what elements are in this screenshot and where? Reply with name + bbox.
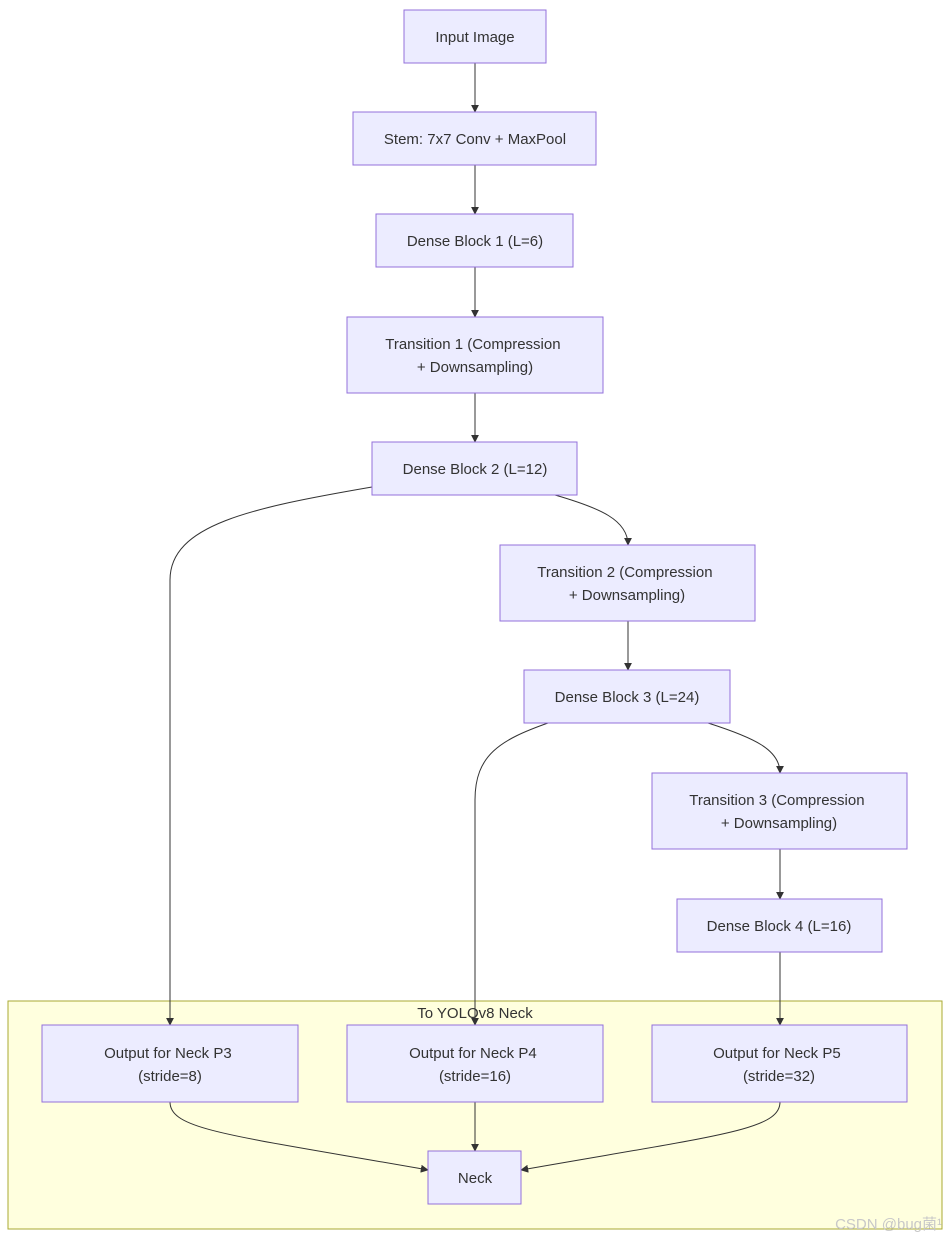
node-label: Transition 3 (Compression + Downsampling… xyxy=(689,792,869,832)
node-label-line: Output for Neck P4 xyxy=(409,1045,537,1062)
node-label: Output for Neck P5 (stride=32) xyxy=(713,1045,845,1085)
node-label: Transition 1 (Compression + Downsampling… xyxy=(385,336,565,376)
node-output-neck-p5[interactable]: Output for Neck P5 (stride=32) xyxy=(651,1024,908,1103)
node-label: Stem: 7x7 Conv + MaxPool xyxy=(384,131,566,148)
node-transition-2[interactable]: Transition 2 (Compression + Downsampling… xyxy=(499,544,756,622)
node-stem[interactable]: Stem: 7x7 Conv + MaxPool xyxy=(352,111,597,166)
node-label: Neck xyxy=(458,1170,493,1187)
node-label-line: Dense Block 2 (L=12) xyxy=(403,461,548,478)
node-label: Dense Block 4 (L=16) xyxy=(707,918,852,935)
node-transition-3[interactable]: Transition 3 (Compression + Downsampling… xyxy=(651,772,908,850)
node-label-line: Input Image xyxy=(435,29,514,46)
node-label: Dense Block 3 (L=24) xyxy=(555,689,700,706)
node-label: Dense Block 1 (L=6) xyxy=(407,233,543,250)
node-label-line: Output for Neck P5 xyxy=(713,1045,841,1062)
node-output-neck-p4[interactable]: Output for Neck P4 (stride=16) xyxy=(346,1024,604,1103)
node-label-line: + Downsampling) xyxy=(721,815,837,832)
node-dense-block-1[interactable]: Dense Block 1 (L=6) xyxy=(375,213,574,268)
watermark-text: CSDN @bug菌¹ xyxy=(835,1216,942,1233)
node-dense-block-3[interactable]: Dense Block 3 (L=24) xyxy=(523,669,731,724)
node-label-line: Transition 1 (Compression xyxy=(385,336,560,353)
node-output-neck-p3[interactable]: Output for Neck P3 (stride=8) xyxy=(41,1024,299,1103)
node-label: Output for Neck P3 (stride=8) xyxy=(104,1045,236,1085)
edge-dense-block-3-to-output-p4 xyxy=(471,722,549,1026)
edge-dense-block-3-to-transition-3 xyxy=(707,722,784,774)
node-label-line: Neck xyxy=(458,1170,493,1187)
edge-output-p5-to-neck xyxy=(520,1101,781,1173)
node-label-line: Dense Block 1 (L=6) xyxy=(407,233,543,250)
node-label-line: Stem: 7x7 Conv + MaxPool xyxy=(384,131,566,148)
node-label-line: Transition 3 (Compression xyxy=(689,792,864,809)
node-dense-block-4[interactable]: Dense Block 4 (L=16) xyxy=(676,898,883,953)
node-label-line: + Downsampling) xyxy=(569,587,685,604)
node-transition-1[interactable]: Transition 1 (Compression + Downsampling… xyxy=(346,316,604,394)
edge-dense-block-2-to-transition-2 xyxy=(554,494,632,546)
node-label: Input Image xyxy=(435,29,514,46)
node-label-line: Dense Block 4 (L=16) xyxy=(707,918,852,935)
node-dense-block-2[interactable]: Dense Block 2 (L=12) xyxy=(371,441,578,496)
node-label: Output for Neck P4 (stride=16) xyxy=(409,1045,541,1085)
node-label-line: (stride=8) xyxy=(138,1068,202,1085)
node-label-line: + Downsampling) xyxy=(417,359,533,376)
edges-layer xyxy=(166,63,784,1173)
node-label-line: Dense Block 3 (L=24) xyxy=(555,689,700,706)
node-label-line: (stride=16) xyxy=(439,1068,511,1085)
edge-dense-block-2-to-output-p3 xyxy=(166,486,373,1026)
node-label-line: Output for Neck P3 xyxy=(104,1045,232,1062)
node-neck[interactable]: Neck xyxy=(427,1150,522,1205)
node-label: Dense Block 2 (L=12) xyxy=(403,461,548,478)
node-label-line: Transition 2 (Compression xyxy=(537,564,712,581)
node-label: Transition 2 (Compression + Downsampling… xyxy=(537,564,717,604)
edge-output-p3-to-neck xyxy=(169,1101,429,1173)
node-label-line: (stride=32) xyxy=(743,1068,815,1085)
node-input-image[interactable]: Input Image xyxy=(403,9,547,64)
